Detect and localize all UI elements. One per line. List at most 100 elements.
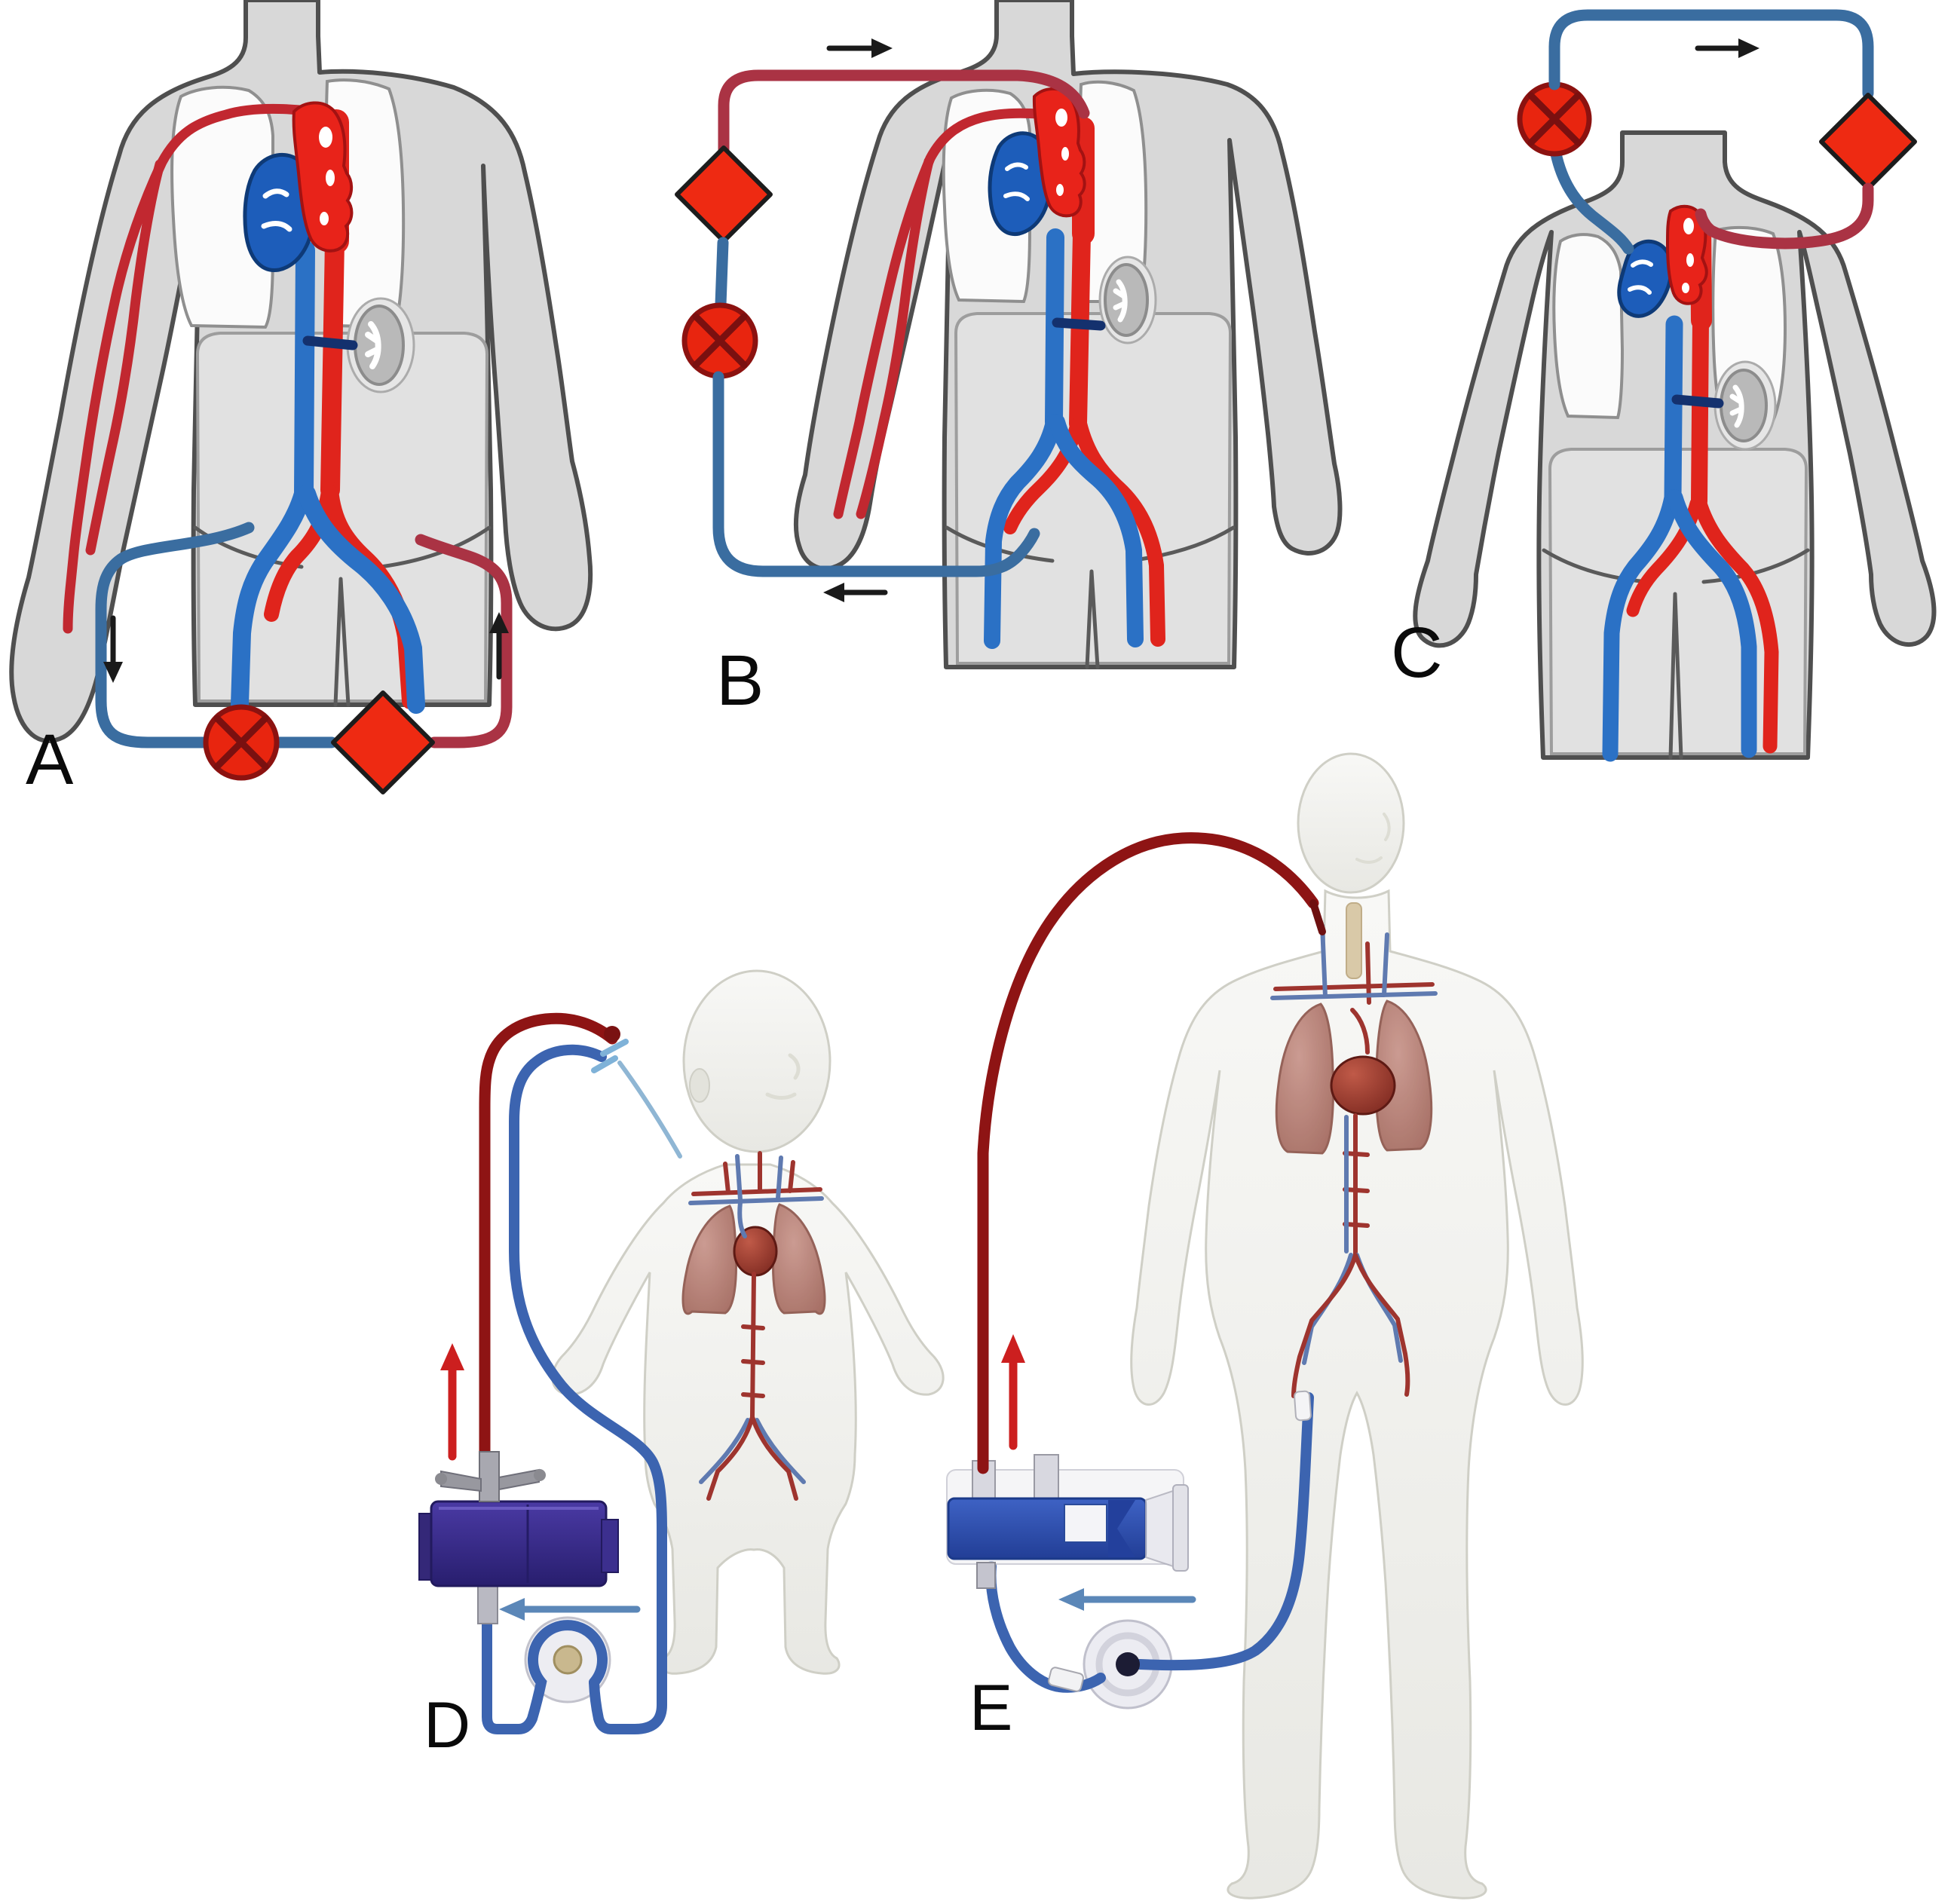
arm-artery-b xyxy=(833,108,1085,519)
oxygenator-icon-a xyxy=(331,690,435,794)
pump-nub-d xyxy=(601,1519,619,1573)
iliac-vein-right-b xyxy=(1049,414,1144,647)
renal-vein-c xyxy=(1671,394,1724,409)
panel-label-c: C xyxy=(1391,613,1443,693)
panel-label-a: A xyxy=(26,720,74,800)
venous-tube-d xyxy=(509,1044,667,1734)
infant-head xyxy=(682,969,831,1153)
venous-connector-e xyxy=(1294,1390,1312,1422)
infant-clavicle-veins xyxy=(688,1154,824,1205)
panel-a: A xyxy=(9,0,593,800)
chest-cutout-left-a xyxy=(170,85,274,329)
arm-artery-a xyxy=(63,103,337,634)
heart-highlight-c xyxy=(1628,259,1653,295)
adult-face-shading xyxy=(1355,813,1391,864)
adult-body xyxy=(1130,889,1584,1899)
iliac-artery-right-b xyxy=(1072,416,1165,647)
flow-arrow-left-head-e xyxy=(1058,1588,1084,1611)
pump-device-e xyxy=(946,1454,1189,1589)
circuit-venous-short-b xyxy=(715,237,729,311)
panel-d: D xyxy=(418,969,945,1762)
infant-pelvic-arteries xyxy=(706,1415,798,1501)
kidney-hilum-a xyxy=(365,321,381,369)
chest-cutout-left-c xyxy=(1552,233,1625,420)
iliac-vein-left-c xyxy=(1602,489,1680,762)
descending-aorta-a xyxy=(320,231,345,500)
ivc-c xyxy=(1664,315,1683,507)
heart-red-a xyxy=(292,101,354,253)
adult-trachea xyxy=(1346,902,1362,979)
bottom-port-e xyxy=(976,1562,996,1589)
renal-vein-b xyxy=(1052,317,1106,331)
ivc-b xyxy=(1045,228,1064,431)
flow-arrow-up-head-e xyxy=(1001,1334,1025,1363)
panel-c: C xyxy=(1391,9,1937,762)
clamp-knob-left-d xyxy=(435,1473,447,1485)
arm-artery-branch-a xyxy=(85,159,165,556)
flow-arrow-up-d xyxy=(440,1343,464,1461)
iliac-vein-left-a xyxy=(231,485,312,714)
heart-notch1-b xyxy=(1055,109,1067,127)
luer-connector-e xyxy=(1048,1667,1084,1692)
kidney-a xyxy=(346,297,415,393)
flow-arrow-up-head-d xyxy=(440,1343,464,1370)
panel-b: B xyxy=(675,0,1343,721)
adult-clavicle-arteries xyxy=(1273,941,1435,1005)
circuit-venous-line-b xyxy=(712,371,1040,577)
renal-vein-a xyxy=(302,335,358,350)
infant-svc xyxy=(737,1200,747,1238)
heart-notch3-b xyxy=(1056,184,1064,196)
iliac-vein-right-c xyxy=(1667,489,1757,758)
arterial-cannula-connector-d xyxy=(604,1026,620,1042)
flow-arrow-up-e xyxy=(1001,1334,1025,1450)
adult-heart xyxy=(1330,1055,1396,1116)
kidney-b xyxy=(1098,256,1157,344)
heart-notch3-c xyxy=(1682,283,1689,293)
flow-arrow-left-d xyxy=(499,1598,641,1621)
venous-tube-loop-d xyxy=(482,1617,608,1734)
panel-label-d: D xyxy=(424,1689,470,1762)
adult-aorta xyxy=(1343,1113,1370,1257)
circuit-venous-line-a xyxy=(95,522,255,748)
adult-lung-left xyxy=(1275,1003,1334,1155)
heart-notch2-b xyxy=(1061,147,1069,161)
pump-outlet-port-d xyxy=(477,1582,498,1624)
ivc-a xyxy=(294,240,315,504)
venous-tube-e xyxy=(1135,1392,1314,1671)
hip-crease-right-a xyxy=(378,525,492,569)
flow-arrow-down-a xyxy=(103,615,123,683)
leg-divider-c xyxy=(1668,592,1683,760)
flow-arrow-right-b xyxy=(826,38,893,58)
circuit-venous-top-c xyxy=(1548,9,1874,99)
heart-notch3-a xyxy=(320,212,329,225)
heart-blue-c xyxy=(1617,240,1674,318)
circuit-venous-neck-c xyxy=(1550,148,1634,255)
venous-y-connector-d xyxy=(591,1039,629,1073)
iliac-vein-right-a xyxy=(298,485,425,714)
panel-label-e: E xyxy=(969,1672,1012,1744)
infant-pelvic-veins xyxy=(699,1418,806,1484)
oxygenator-window-e xyxy=(1064,1504,1107,1543)
circuit-arterial-line-c xyxy=(1695,182,1874,249)
adult-head xyxy=(1297,752,1405,894)
heart-notch2-a xyxy=(326,170,335,186)
pump-icon-b xyxy=(681,302,758,379)
circuit-arterial-line-b xyxy=(718,69,1090,155)
infant-face-shading xyxy=(765,1053,801,1100)
oxygenator-icon-b xyxy=(675,145,773,243)
arterial-tube-d xyxy=(479,1012,618,1458)
flow-arrow-left-b xyxy=(823,583,888,602)
heart-blue-b xyxy=(988,131,1053,237)
roller-pump-hub-d xyxy=(553,1645,583,1675)
kidney-c xyxy=(1714,360,1777,451)
arterial-tube-e xyxy=(977,832,1319,1474)
leg-divider-b xyxy=(1085,569,1100,669)
neck-catheter-d xyxy=(617,1061,682,1159)
panel-e: E xyxy=(946,752,1584,1899)
heart-red-b xyxy=(1032,87,1086,218)
motor-plate-e xyxy=(1172,1484,1189,1572)
adult-aortic-arch xyxy=(1350,1008,1370,1055)
top-port-e xyxy=(1034,1454,1059,1499)
